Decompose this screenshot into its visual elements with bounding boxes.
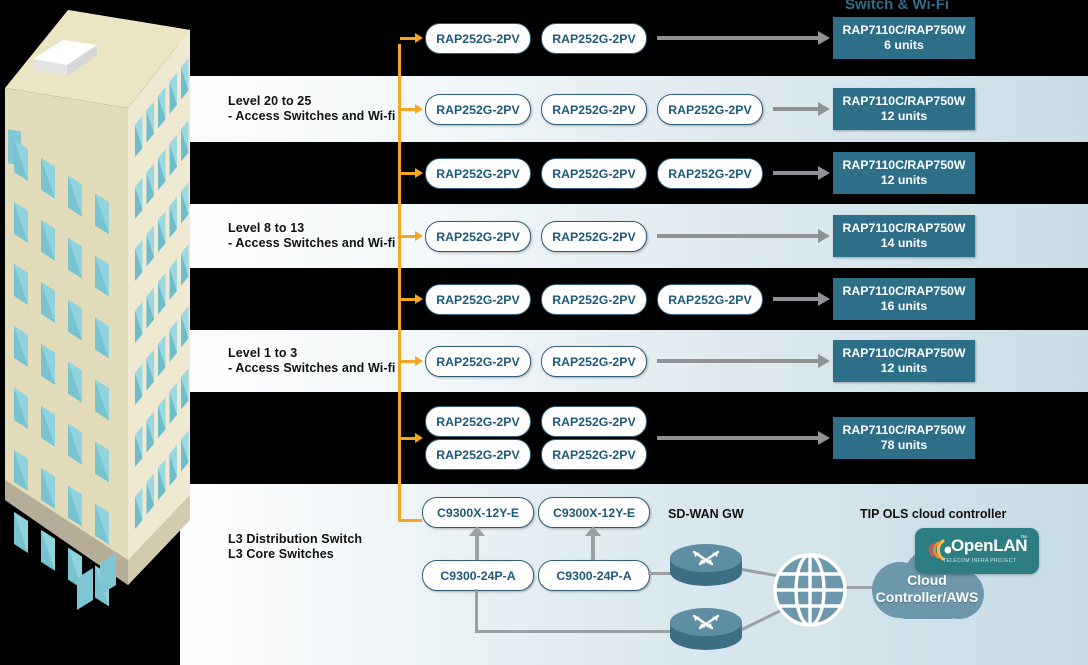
ap-target-units: 12 units (880, 109, 928, 123)
core-to-dist-arrow-1 (469, 526, 485, 560)
ap-switch-row3-1[interactable]: RAP252G-2PV (425, 158, 531, 189)
openlan-trademark: ™ (1020, 535, 1027, 542)
tip-caption: TIP OLS cloud controller (860, 507, 1007, 521)
core-to-dist-arrow-2 (585, 526, 601, 560)
flow-arrow-row4 (657, 229, 830, 243)
core-switch-2[interactable]: C9300-24P-A (538, 560, 650, 591)
ap-switch-row5-2[interactable]: RAP252G-2PV (541, 284, 647, 315)
flow-arrow-row1 (657, 31, 830, 45)
ap-target-model: RAP7110C/RAP750W (842, 94, 966, 108)
ap-target-units: 6 units (884, 38, 924, 52)
internet-globe-icon (773, 553, 847, 627)
sdwan-caption: SD-WAN GW (668, 507, 744, 521)
openlan-wordmark: OpenLAN (951, 536, 1028, 555)
ap-switch-row4-1[interactable]: RAP252G-2PV (425, 221, 531, 252)
sdwan-router-2-icon[interactable] (668, 606, 744, 656)
distribution-switch-1[interactable]: C9300X-12Y-E (422, 497, 534, 528)
core1-to-router2-link (475, 630, 685, 633)
trunk-branch-row7 (400, 433, 423, 443)
ap-target-model: RAP7110C/RAP750W (842, 221, 966, 235)
ap-target-units: 12 units (880, 361, 928, 375)
orange-trunk-elbow (398, 519, 422, 522)
core-switch-1[interactable]: C9300-24P-A (422, 560, 534, 591)
flow-arrow-row2 (773, 102, 830, 116)
ap-switch-row3-2[interactable]: RAP252G-2PV (541, 158, 647, 189)
ap-switch-row7-3[interactable]: RAP252G-2PV (425, 439, 531, 470)
row-label-row2: Level 20 to 25 - Access Switches and Wi-… (228, 94, 396, 123)
ap-target-model: RAP7110C/RAP750W (842, 423, 966, 437)
trunk-branch-row6 (400, 356, 423, 366)
sdwan-router-1-icon[interactable] (668, 542, 744, 592)
openlan-logo: OpenLAN ™ TELECOM INFRA PROJECT (915, 528, 1039, 574)
distribution-switch-2[interactable]: C9300X-12Y-E (538, 497, 650, 528)
ap-switch-row7-4[interactable]: RAP252G-2PV (541, 439, 647, 470)
ap-switch-row2-3[interactable]: RAP252G-2PV (657, 94, 763, 125)
ap-target-units: 14 units (880, 236, 928, 250)
bottom-section-label: L3 Distribution Switch L3 Core Switches (228, 532, 363, 561)
globe-to-cloud-link (846, 586, 888, 589)
ap-switch-row5-3[interactable]: RAP252G-2PV (657, 284, 763, 315)
ap-target-model: RAP7110C/RAP750W (842, 346, 966, 360)
ap-switch-row1-1[interactable]: RAP252G-2PV (425, 23, 531, 54)
ap-switch-row7-2[interactable]: RAP252G-2PV (541, 406, 647, 437)
flow-arrow-row6 (657, 354, 830, 368)
trunk-branch-row5 (400, 294, 423, 304)
office-building-illustration (5, 10, 190, 610)
core1-down-link (475, 589, 478, 633)
ap-target-units: 78 units (880, 438, 928, 452)
ap-switch-row6-2[interactable]: RAP252G-2PV (541, 346, 647, 377)
ap-switch-row2-1[interactable]: RAP252G-2PV (425, 94, 531, 125)
trunk-branch-row2 (400, 104, 423, 114)
trunk-branch-row3 (400, 168, 423, 178)
cloud-controller-shape (872, 550, 984, 619)
ap-target-model: RAP7110C/RAP750W (842, 158, 966, 172)
trunk-branch-row1 (400, 33, 423, 43)
ap-switch-row7-1[interactable]: RAP252G-2PV (425, 406, 531, 437)
ap-target-units: 12 units (880, 173, 928, 187)
trunk-branch-row4 (400, 231, 423, 241)
ap-switch-row6-1[interactable]: RAP252G-2PV (425, 346, 531, 377)
cloud-controller-label: Cloud Controller/AWS (875, 572, 979, 605)
row-label-row6: Level 1 to 3 - Access Switches and Wi-fi (228, 346, 396, 375)
flow-arrow-row7 (657, 431, 830, 445)
ap-switch-row3-3[interactable]: RAP252G-2PV (657, 158, 763, 189)
ap-target-model: RAP7110C/RAP750W (842, 284, 966, 298)
openlan-subtitle: TELECOM INFRA PROJECT (943, 558, 1017, 564)
core2-to-router1-link (648, 572, 684, 575)
flow-arrow-row3 (773, 166, 830, 180)
row-label-row4: Level 8 to 13 - Access Switches and Wi-f… (228, 221, 396, 250)
page-title: Switch & Wi-Fi (845, 0, 950, 13)
ap-switch-row1-2[interactable]: RAP252G-2PV (541, 23, 647, 54)
flow-arrow-row5 (773, 292, 830, 306)
ap-switch-row2-2[interactable]: RAP252G-2PV (541, 94, 647, 125)
ap-target-model: RAP7110C/RAP750W (842, 23, 966, 37)
orange-trunk-line (398, 44, 401, 522)
openlan-mark-icon (928, 539, 951, 561)
ap-switch-row4-2[interactable]: RAP252G-2PV (541, 221, 647, 252)
ap-target-units: 16 units (880, 299, 928, 313)
ap-switch-row5-1[interactable]: RAP252G-2PV (425, 284, 531, 315)
